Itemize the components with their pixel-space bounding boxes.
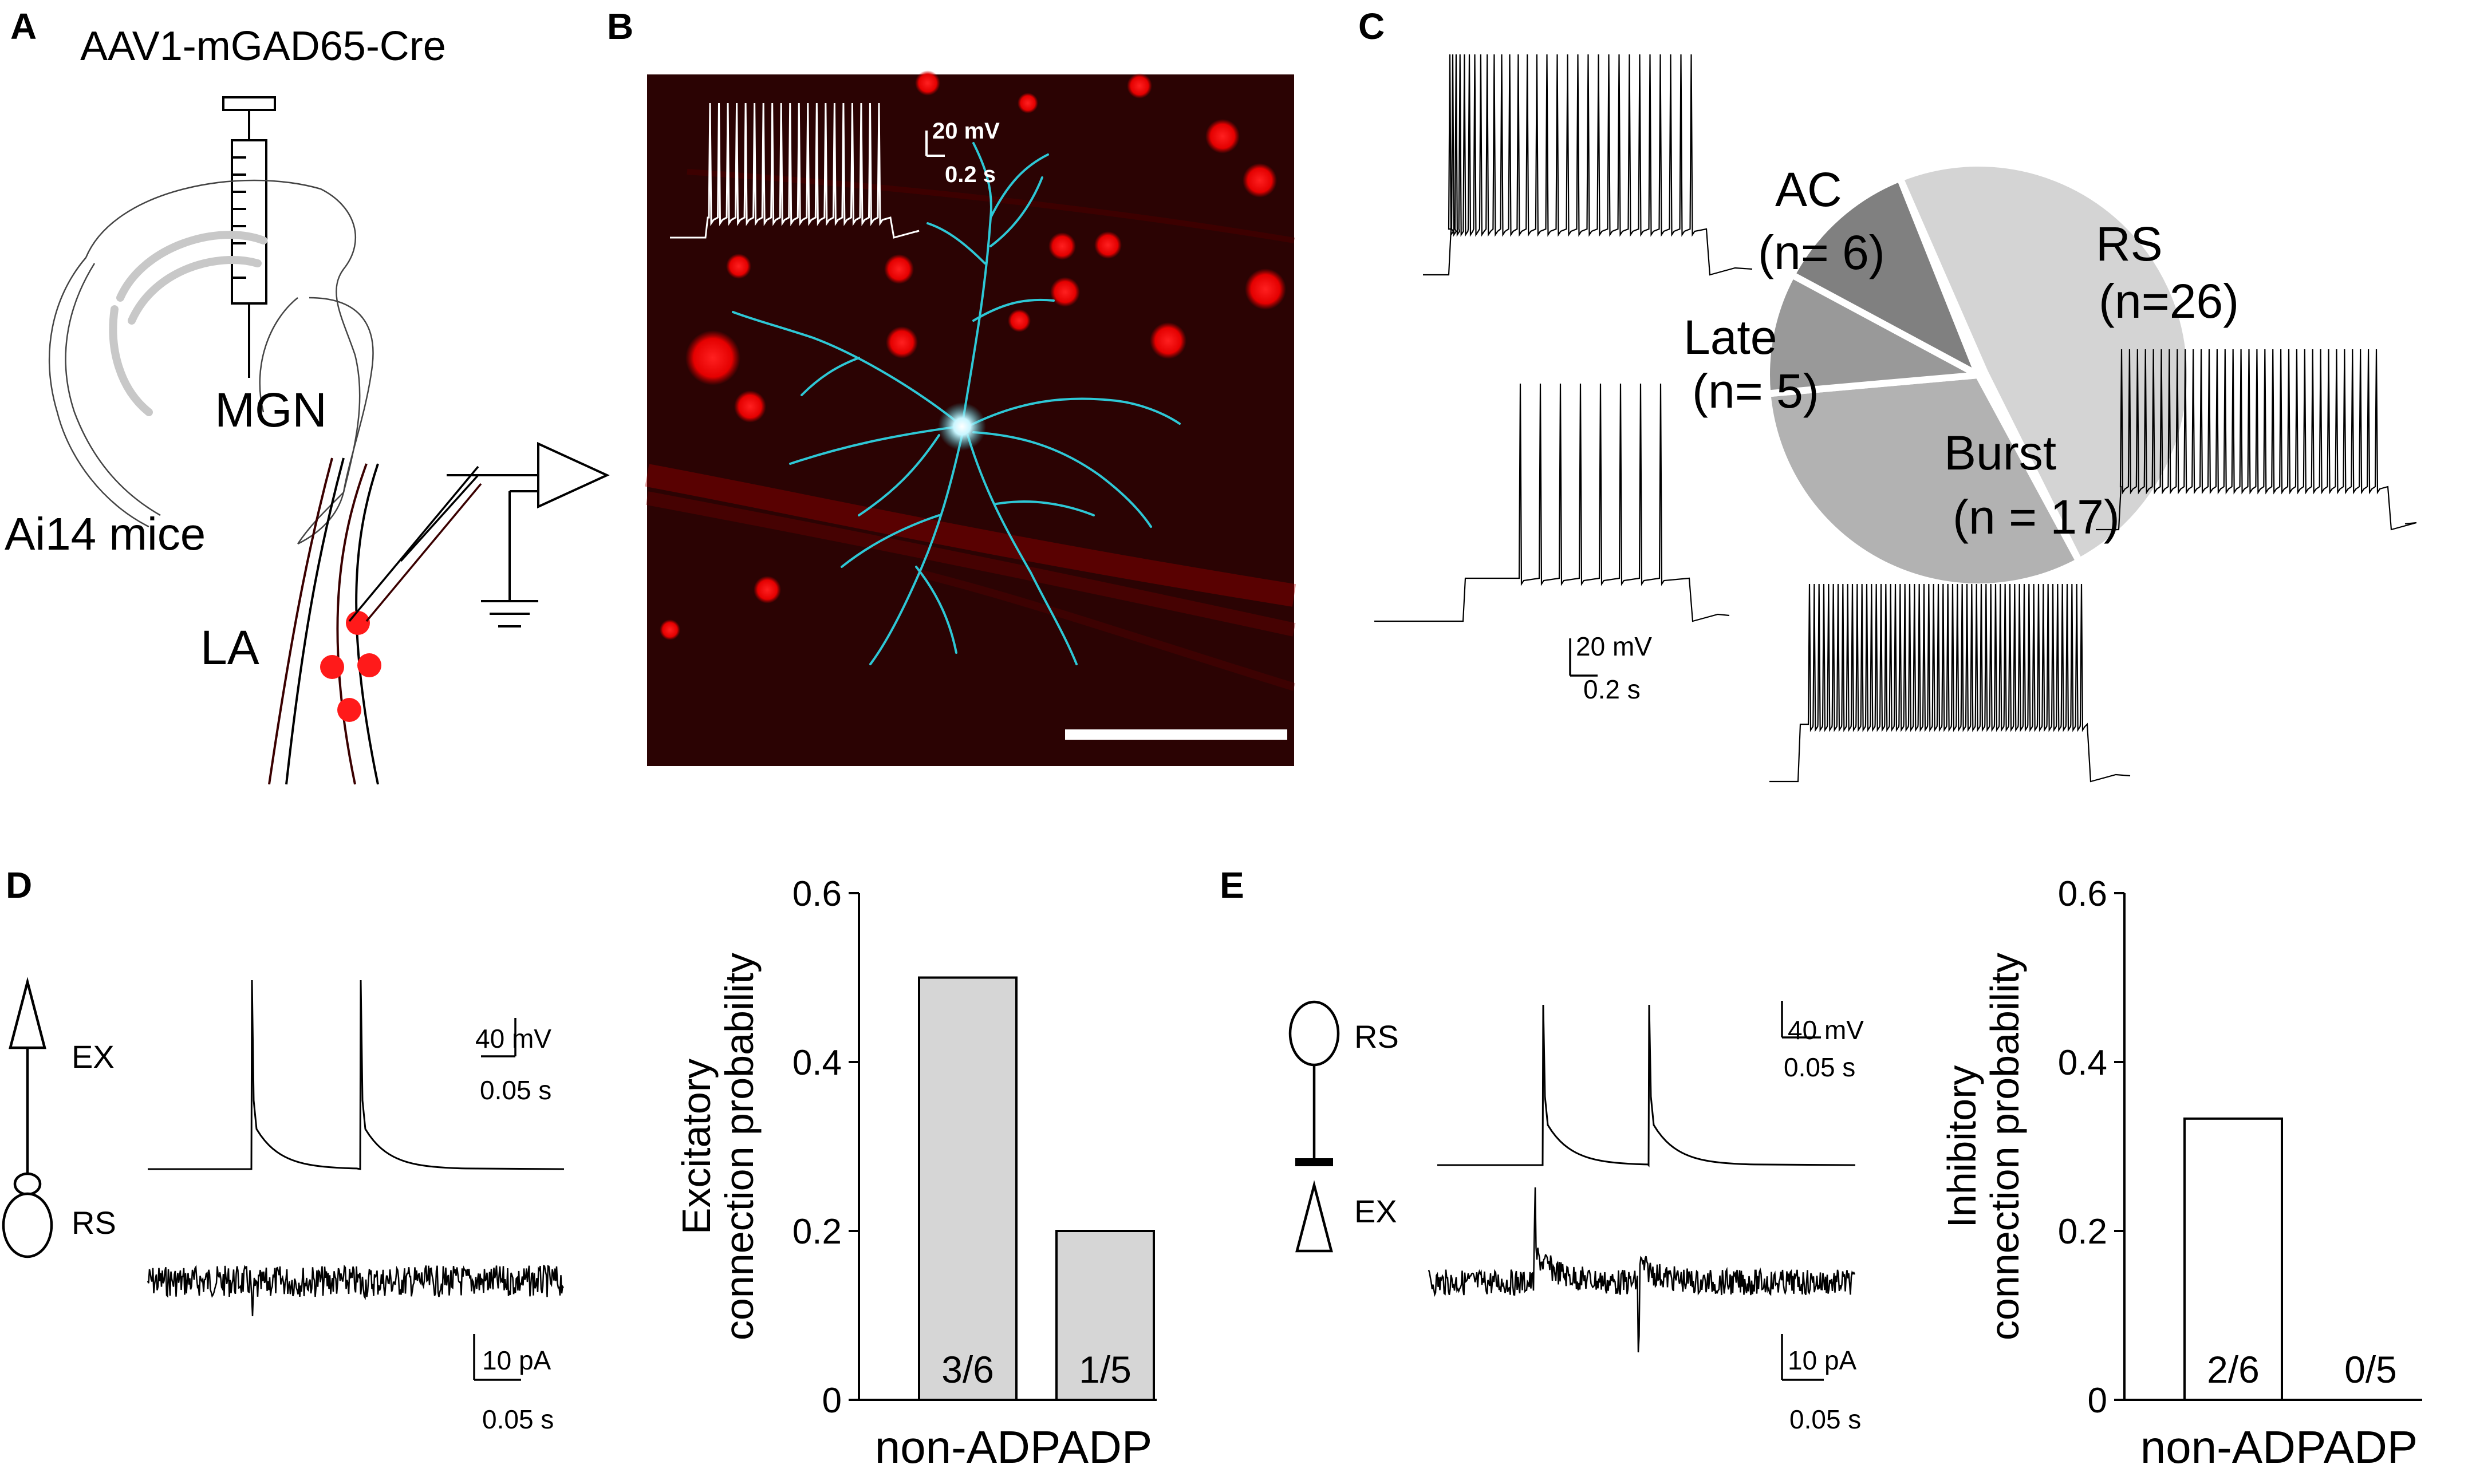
mouse-label: Ai14 mice: [5, 508, 206, 559]
panel-label-c: C: [1358, 6, 1385, 47]
pie-slice-ac: [1787, 173, 1985, 383]
y-tick-label: 0: [822, 1381, 842, 1420]
x-category-label: ADP: [1058, 1422, 1153, 1473]
pie-count-ac: (n= 6): [1758, 226, 1885, 279]
e-pre-label: RS: [1354, 1019, 1399, 1055]
mgn-label: MGN: [215, 383, 327, 437]
panel-label-b: B: [607, 6, 633, 47]
x-category-label: ADP: [2324, 1422, 2418, 1473]
firing-type-pie-chart: RS(n=26) Burst (n = 17) Late(n= 5) AC (n= 6): [1684, 160, 2239, 590]
bar-non-adp: [918, 976, 1018, 1401]
pie-count-rs: (n=26): [2099, 274, 2239, 328]
e-postsynaptic-trace: [1428, 1187, 1856, 1353]
pie-label-late: Late: [1684, 310, 1777, 364]
d-scale-t2: 0.05 s: [482, 1404, 554, 1434]
d-postsynaptic-trace: [147, 1264, 565, 1316]
y-tick-label: 0.6: [2058, 874, 2107, 914]
panel-b: B: [607, 6, 1296, 766]
pie-slice-late: [1763, 270, 1990, 398]
late-firing-trace: [1374, 383, 1730, 622]
e-scale-t2: 0.05 s: [1789, 1404, 1861, 1434]
y-tick-label: 0: [2088, 1381, 2107, 1420]
d-pre-label: EX: [72, 1039, 115, 1075]
e-scale-i: 10 pA: [1788, 1345, 1857, 1375]
neuron-dendrites: [732, 142, 1181, 665]
brain-section-icon: [49, 179, 374, 545]
inset-trace: [670, 102, 920, 239]
panel-c: C RS(n=26) Burst (n = 17) Late(n= 5) AC (n= 6…: [1358, 6, 2417, 783]
la-label: LA: [200, 621, 259, 674]
panel-a: A AAV1-mGAD65-Cre MGN Ai14: [5, 6, 610, 785]
labeled-cells: [320, 611, 381, 722]
y-axis-label: Excitatory: [674, 1059, 719, 1234]
d-post-label: RS: [72, 1205, 116, 1241]
e-presynaptic-trace: [1437, 1004, 1856, 1167]
pie-label-burst: Burst: [1944, 426, 2056, 480]
y-tick-label: 0.4: [2058, 1043, 2107, 1083]
rs-firing-trace: [2096, 349, 2417, 531]
e-scale-bars: [1781, 1001, 1824, 1381]
panel-d: D EX RS 40 mV 0.05 s 10 pA 0.05 s 0 0.2 0.…: [2, 865, 1157, 1473]
red-cell-bodies: [660, 70, 1286, 640]
d-presynaptic-trace: [148, 980, 565, 1170]
ac-firing-trace: [1423, 54, 1753, 276]
burst-firing-trace: [1769, 583, 2131, 783]
hippocampus-icon: [109, 231, 267, 416]
d-scale-v: 40 mV: [475, 1024, 551, 1053]
bar-count-label: 2/6: [2207, 1348, 2260, 1391]
inset-scale-t: 0.2 s: [945, 162, 996, 187]
panel-label-e: E: [1220, 865, 1244, 906]
c-scale-bar: [1569, 638, 1598, 677]
y-tick-label: 0.2: [793, 1212, 842, 1252]
bar-count-label: 1/5: [1079, 1348, 1131, 1391]
panel-e: E RS EX 40 mV 0.05 s 10 pA 0.05 s 0 0.2 0.…: [1220, 865, 2422, 1473]
bar-count-label: 0/5: [2344, 1348, 2397, 1391]
d-scale-i: 10 pA: [482, 1345, 551, 1375]
e-scale-t1: 0.05 s: [1784, 1052, 1855, 1082]
c-scale-v: 20 mV: [1576, 632, 1652, 661]
panel-label-d: D: [6, 865, 32, 906]
pie-label-ac: AC: [1775, 163, 1842, 216]
rs-neuron-icon: [1288, 1000, 1340, 1253]
bar-adp: [1055, 1230, 1155, 1401]
c-scale-t: 0.2 s: [1583, 674, 1641, 704]
y-axis-label: connection probability: [717, 953, 762, 1340]
y-tick-label: 0.2: [2058, 1212, 2107, 1252]
y-axis-label: Inhibitory: [1939, 1065, 1984, 1228]
pie-count-late: (n= 5): [1692, 364, 1819, 418]
pie-slice-burst: [1763, 371, 2084, 590]
amplifier-icon: [447, 441, 610, 627]
neuron-soma: [938, 402, 986, 451]
y-tick-label: 0.4: [793, 1043, 842, 1083]
y-tick-label: 0.6: [793, 874, 842, 914]
x-category-label: non-ADP: [875, 1422, 1061, 1473]
recording-electrode-icon: [348, 465, 482, 622]
e-post-label: EX: [1354, 1193, 1397, 1229]
syringe-icon: [222, 96, 276, 378]
y-axis-label: connection probability: [1982, 953, 2027, 1340]
pie-count-burst: (n = 17): [1953, 490, 2120, 544]
x-category-label: non-ADP: [2140, 1422, 2327, 1473]
d-scale-t1: 0.05 s: [480, 1075, 551, 1105]
panel-label-a: A: [10, 6, 37, 47]
pie-slice-rs: [1895, 160, 2194, 566]
amygdala-outline-icon: [268, 457, 379, 785]
inset-scale-bar: [925, 131, 945, 157]
pie-label-rs: RS: [2096, 217, 2163, 271]
inset-scale-v: 20 mV: [932, 119, 1000, 144]
ex-neuron-icon: [2, 977, 53, 1258]
d-scale-bars: [473, 1018, 521, 1381]
bar-non-adp: [2183, 1117, 2283, 1401]
virus-label: AAV1-mGAD65-Cre: [80, 23, 446, 69]
bar-count-label: 3/6: [941, 1348, 994, 1391]
e-scale-v: 40 mV: [1788, 1015, 1864, 1045]
